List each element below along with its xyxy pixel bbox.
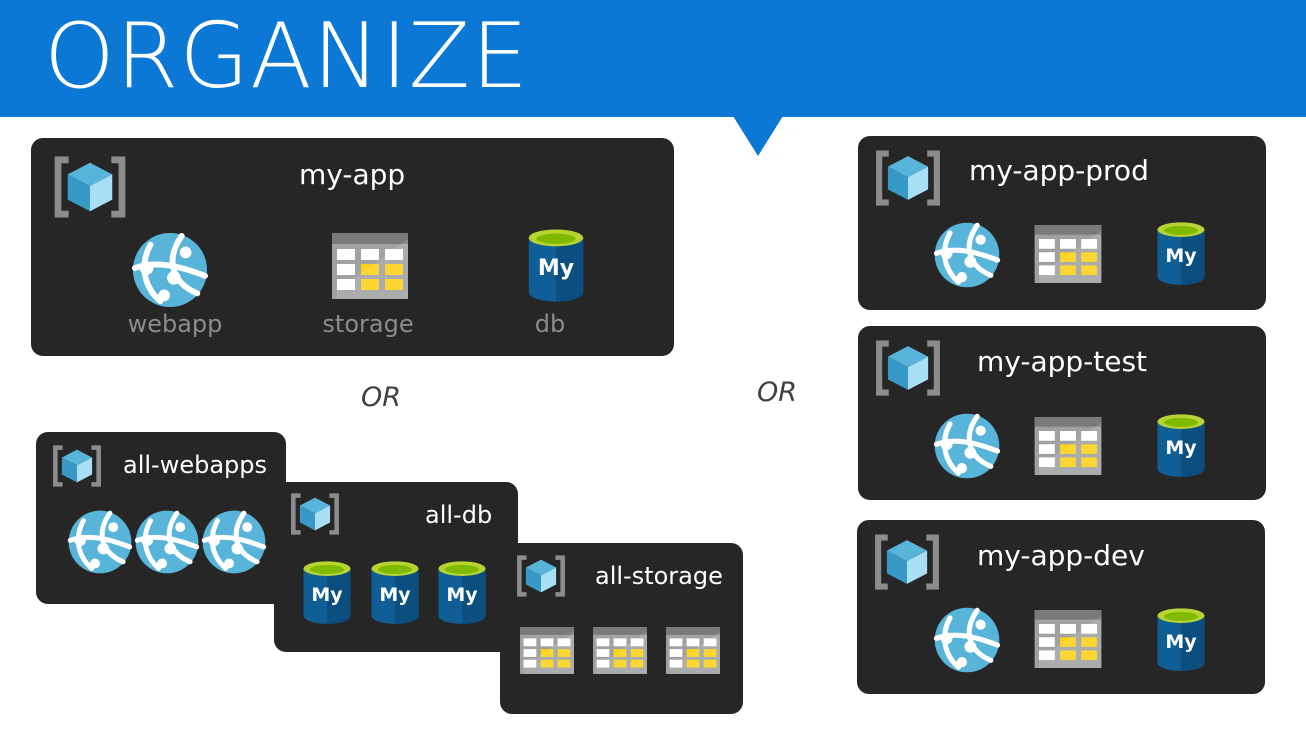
web-app-icon[interactable]: [67, 509, 133, 575]
resource-group-title: all-db: [425, 501, 493, 529]
resource-group-all-db[interactable]: all-db My My My: [274, 482, 518, 652]
storage-icon[interactable]: [1034, 610, 1102, 668]
db-label: db: [534, 310, 566, 338]
web-app-icon[interactable]: [933, 221, 1001, 289]
resource-group-all-storage[interactable]: all-storage: [500, 543, 743, 714]
web-app-icon[interactable]: [933, 412, 1001, 480]
db-icon-text: My: [1165, 245, 1197, 267]
storage-icon[interactable]: [666, 627, 720, 674]
resource-group-title: all-storage: [595, 562, 723, 590]
resource-group-title: my-app-prod: [969, 154, 1149, 187]
db-icon-text: My: [379, 584, 411, 606]
web-app-icon[interactable]: [134, 509, 200, 575]
header-banner: ORGANIZE: [0, 0, 1306, 117]
db-icon-text: My: [1165, 631, 1197, 653]
resource-group-icon: [516, 555, 566, 597]
resource-group-all-webapps[interactable]: all-webapps: [36, 432, 286, 604]
resource-group-icon: [290, 493, 340, 535]
resource-group-my-app-test[interactable]: my-app-test My: [858, 326, 1266, 500]
resource-group-my-app-prod[interactable]: my-app-prod My: [858, 136, 1266, 310]
web-app-icon[interactable]: [201, 509, 267, 575]
page-title: ORGANIZE: [44, 4, 530, 109]
web-app-icon[interactable]: [933, 606, 1001, 674]
resource-group-title: all-webapps: [123, 451, 268, 479]
resource-group-icon: [52, 445, 102, 487]
storage-label: storage: [322, 310, 414, 338]
web-app-icon[interactable]: [131, 231, 209, 309]
db-icon-text: My: [446, 584, 478, 606]
web-app-label: webapp: [127, 310, 223, 338]
header-pointer: [733, 116, 783, 156]
db-icon-text: My: [311, 584, 343, 606]
resource-group-my-app-dev[interactable]: my-app-dev My: [857, 520, 1265, 694]
or-separator-left: OR: [361, 382, 402, 413]
resource-group-title: my-app-dev: [977, 539, 1145, 572]
resource-group-icon: [53, 156, 127, 218]
resource-group-icon: [874, 150, 942, 206]
resource-group-icon: [873, 534, 941, 590]
storage-icon[interactable]: [520, 627, 574, 674]
resource-group-title: my-app-test: [977, 345, 1148, 378]
or-separator-right: OR: [757, 377, 798, 408]
resource-group-my-app[interactable]: my-app webapp storage My db: [31, 138, 674, 356]
db-icon-text: My: [537, 256, 575, 281]
storage-icon[interactable]: [1034, 225, 1102, 283]
storage-icon[interactable]: [332, 233, 408, 299]
storage-icon[interactable]: [593, 627, 647, 674]
resource-group-icon: [874, 340, 942, 396]
db-icon-text: My: [1165, 437, 1197, 459]
resource-group-title: my-app: [299, 158, 406, 191]
storage-icon[interactable]: [1034, 417, 1102, 475]
